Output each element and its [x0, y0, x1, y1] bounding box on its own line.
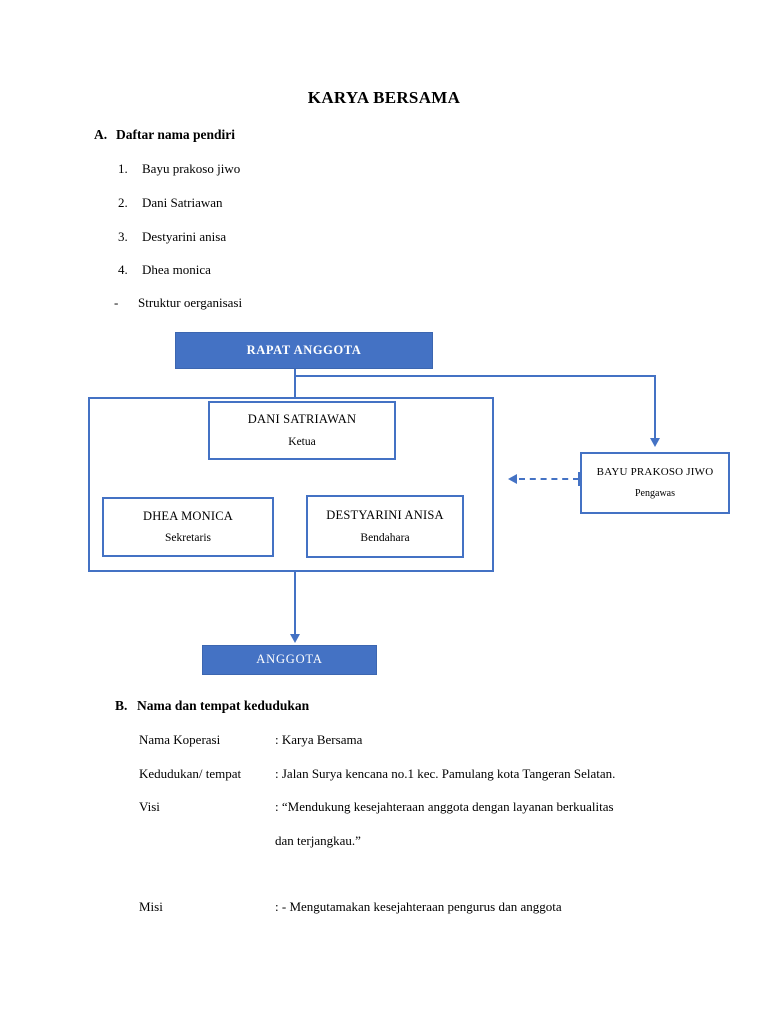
section-a-marker: A. [94, 127, 108, 142]
list-item-number: 4. [118, 262, 128, 277]
org-node-name: DHEA MONICA [142, 508, 234, 523]
org-node-role: Pengawas [635, 487, 675, 499]
info-label: Nama Koperasi [139, 732, 221, 747]
connector-to-supervisor [654, 375, 656, 438]
list-item: 1. Bayu prakoso jiwo [118, 161, 240, 177]
list-item-text: Dani Satriawan [142, 195, 223, 210]
org-node-role: Ketua [288, 435, 316, 448]
arrowhead-down-supervisor [650, 438, 660, 447]
info-row-visi: Visi : “Mendukung kesejahteraan anggota d… [139, 799, 614, 815]
section-b-marker: B. [115, 698, 128, 713]
info-visi-continuation: dan terjangkau.” [275, 833, 361, 848]
org-node-rapat-anggota[interactable]: RAPAT ANGGOTA [175, 332, 433, 369]
section-a-heading-text: Daftar nama pendiri [116, 127, 236, 142]
connector-dashed-supervision [519, 478, 579, 480]
list-item-number: 2. [118, 195, 128, 210]
connector-to-group [294, 375, 296, 399]
org-group-pengurus [88, 397, 494, 572]
section-a-heading: A. Daftar nama pendiri [94, 127, 235, 143]
org-node-name: RAPAT ANGGOTA [246, 342, 362, 357]
connector-to-anggota [294, 572, 296, 636]
list-item-text: Bayu prakoso jiwo [142, 161, 241, 176]
list-item: 2. Dani Satriawan [118, 195, 223, 211]
list-item-number: 1. [118, 161, 128, 176]
page-title: KARYA BERSAMA [307, 88, 461, 107]
info-label: Misi [139, 899, 163, 914]
org-node-name: DESTYARINI ANISA [326, 508, 444, 522]
org-node-name: ANGGOTA [256, 652, 323, 667]
org-node-name: BAYU PRAKOSO JIWO [596, 465, 714, 478]
org-node-role: Bendahara [360, 531, 410, 544]
info-value: : Karya Bersama [275, 732, 363, 747]
info-label: Visi [139, 799, 160, 814]
org-node-dhea-monica[interactable]: DHEA MONICA Sekretaris [102, 497, 274, 557]
org-node-name: DANI SATRIAWAN [247, 412, 357, 426]
org-node-role: Sekretaris [165, 532, 211, 545]
info-label: Kedudukan/ tempat [139, 766, 242, 781]
info-row-kedudukan-tempat: Kedudukan/ tempat : Jalan Surya kencana n… [139, 766, 615, 782]
org-node-destyarini-anisa[interactable]: DESTYARINI ANISA Bendahara [306, 495, 464, 558]
connector-top-stub [294, 369, 296, 377]
list-item: 4. Dhea monica [118, 262, 211, 278]
list-item-struktur: - Struktur oerganisasi [114, 295, 242, 311]
info-value: : “Mendukung kesejahteraan anggota denga… [275, 799, 614, 814]
org-node-bayu-prakoso-jiwo[interactable]: BAYU PRAKOSO JIWO Pengawas [580, 452, 730, 514]
list-item: 3. Destyarini anisa [118, 229, 226, 245]
org-node-dani-satriawan[interactable]: DANI SATRIAWAN Ketua [208, 401, 396, 460]
list-item-text: Struktur oerganisasi [138, 295, 243, 310]
section-b-heading-text: Nama dan tempat kedudukan [137, 698, 310, 713]
list-item-number: - [114, 295, 119, 310]
connector-dashed-stub [578, 472, 580, 486]
list-item-text: Destyarini anisa [142, 229, 227, 244]
arrowhead-left-supervision [508, 474, 517, 484]
info-value: : - Mengutamakan kesejahteraan pengurus … [275, 899, 562, 914]
connector-horizontal-bus [294, 375, 656, 377]
arrowhead-down-anggota [290, 634, 300, 643]
info-row-misi: Misi : - Mengutamakan kesejahteraan pengu… [139, 899, 562, 915]
list-item-number: 3. [118, 229, 128, 244]
info-value: : Jalan Surya kencana no.1 kec. Pamulang… [275, 766, 616, 781]
list-item-text: Dhea monica [142, 262, 211, 277]
org-node-anggota[interactable]: ANGGOTA [202, 645, 377, 675]
info-row-nama-koperasi: Nama Koperasi : Karya Bersama [139, 732, 362, 748]
section-b-heading: B. Nama dan tempat kedudukan [115, 698, 309, 714]
